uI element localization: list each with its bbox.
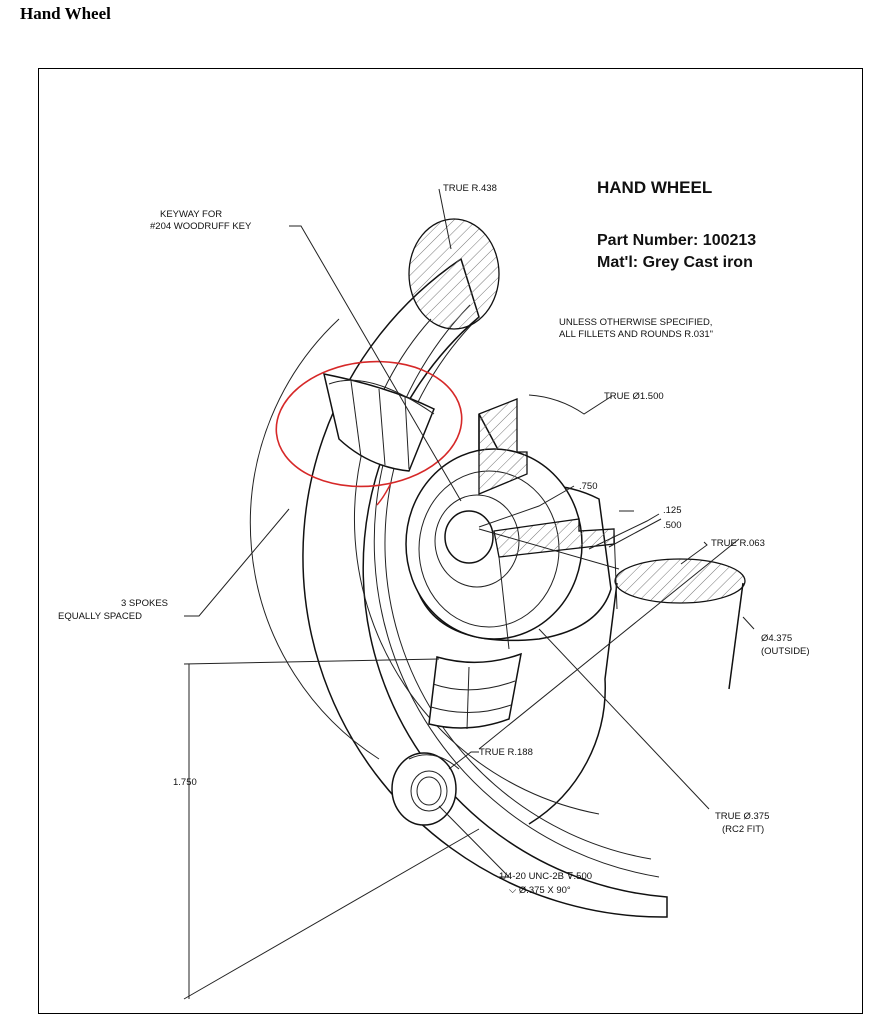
callout-tap-line1: 1/4-20 UNC-2B ⊽.500 bbox=[499, 871, 592, 882]
callout-spokes-line1: 3 SPOKES bbox=[121, 598, 168, 609]
callout-true-r188: TRUE R.188 bbox=[479, 747, 533, 758]
callout-tap-line2: ⌵ Ø.375 X 90° bbox=[509, 885, 571, 896]
drawing-sheet: HAND WHEEL Part Number: 100213 Mat'l: Gr… bbox=[38, 68, 863, 1014]
part-number: Part Number: 100213 bbox=[597, 232, 756, 249]
leader-lines bbox=[183, 188, 755, 1000]
callout-true-d375-line2: (RC2 FIT) bbox=[722, 824, 764, 835]
upper-spoke bbox=[323, 373, 435, 472]
hand-wheel-drawing: HAND WHEEL Part Number: 100213 Mat'l: Gr… bbox=[58, 178, 810, 1000]
material: Mat'l: Grey Cast iron bbox=[597, 254, 753, 271]
rim-section-top bbox=[408, 218, 500, 330]
markup-tail bbox=[376, 482, 392, 506]
callout-keyway-line1: KEYWAY FOR bbox=[160, 209, 222, 220]
dim-125: .125 bbox=[663, 505, 682, 516]
lower-spoke bbox=[428, 652, 522, 730]
dim-750: .750 bbox=[579, 481, 598, 492]
hub bbox=[405, 398, 618, 650]
general-note-line2: ALL FILLETS AND ROUNDS R.031" bbox=[559, 329, 713, 340]
dim-500: .500 bbox=[663, 520, 682, 531]
markup-circle bbox=[275, 360, 463, 488]
callout-keyway-line2: #204 WOODRUFF KEY bbox=[150, 221, 252, 232]
callout-true-r438: TRUE R.438 bbox=[443, 183, 497, 194]
callout-true-r063: TRUE R.063 bbox=[711, 538, 765, 549]
callout-outside-dia-line2: (OUTSIDE) bbox=[761, 646, 810, 657]
page-heading: Hand Wheel bbox=[20, 4, 111, 23]
dim-1750: 1.750 bbox=[173, 777, 197, 788]
callout-true-d375-line1: TRUE Ø.375 bbox=[715, 811, 769, 822]
callout-outside-dia-line1: Ø4.375 bbox=[761, 633, 792, 644]
drawing-title: HAND WHEEL bbox=[597, 178, 712, 197]
rim-section-right bbox=[614, 558, 746, 604]
callout-spokes-line2: EQUALLY SPACED bbox=[58, 611, 142, 622]
general-note-line1: UNLESS OTHERWISE SPECIFIED, bbox=[559, 317, 712, 328]
callout-true-d1500: TRUE Ø1.500 bbox=[604, 391, 664, 402]
